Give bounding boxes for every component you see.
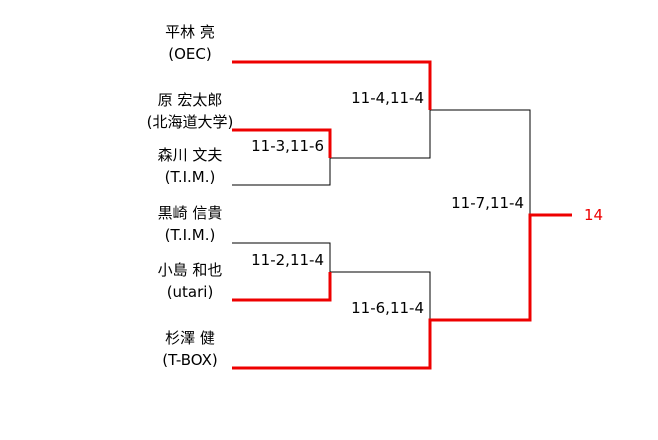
player-morikawa: 森川 文夫 (T.I.M.): [65, 144, 315, 188]
player-club: (T.I.M.): [164, 168, 216, 186]
player-hara: 原 宏太郎 (北海道大学): [65, 89, 315, 133]
champion-label: 14: [584, 206, 604, 224]
path-hara-winner: [232, 128, 332, 158]
player-name: 小島 和也: [157, 261, 223, 279]
path-kojima-semifinal: [330, 271, 431, 320]
player-club: (OEC): [168, 45, 212, 63]
path-morikawa: [232, 158, 331, 186]
path-hirabayashi-final: [430, 109, 531, 215]
score-round1-top: 11-3,11-6: [251, 137, 324, 155]
path-sugisawa-champion: [232, 213, 572, 370]
path-kurosaki: [232, 242, 331, 272]
player-club: (T.I.M.): [164, 226, 216, 244]
player-club: (北海道大学): [146, 113, 234, 131]
player-hirabayashi: 平林 亮 (OEC): [65, 21, 315, 65]
player-name: 黒崎 信貴: [157, 204, 223, 222]
player-name: 森川 文夫: [157, 146, 223, 164]
player-name: 杉澤 健: [165, 329, 215, 347]
player-sugisawa: 杉澤 健 (T-BOX): [65, 327, 315, 371]
player-kojima: 小島 和也 (utari): [65, 259, 315, 303]
score-round1-bottom: 11-2,11-4: [251, 251, 324, 269]
player-name: 原 宏太郎: [157, 91, 223, 109]
score-final: 11-7,11-4: [451, 194, 524, 212]
player-club: (utari): [166, 283, 214, 301]
score-semifinal-top: 11-4,11-4: [351, 89, 424, 107]
path-kojima-winner: [232, 272, 332, 302]
path-hirabayashi-winner: [232, 60, 432, 110]
player-name: 平林 亮: [165, 23, 215, 41]
player-kurosaki: 黒崎 信貴 (T.I.M.): [65, 202, 315, 246]
player-club: (T-BOX): [162, 351, 218, 369]
score-semifinal-bottom: 11-6,11-4: [351, 299, 424, 317]
path-hara-semifinal: [330, 110, 431, 159]
